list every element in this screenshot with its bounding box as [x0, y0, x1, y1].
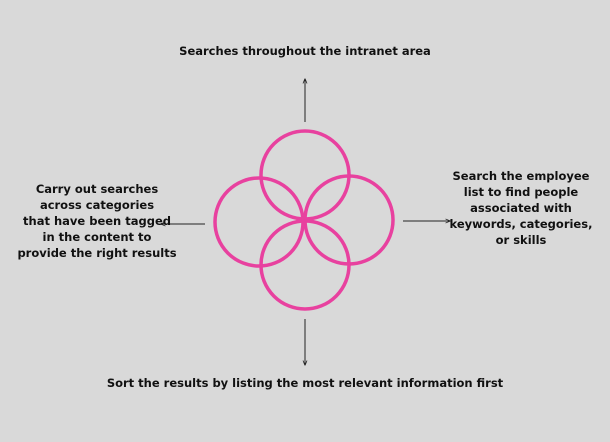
label-top: Searches throughout the intranet area [0, 43, 610, 59]
label-left-line: in the content to [42, 230, 152, 244]
four-circle-flower [213, 129, 395, 311]
circle-top [259, 129, 351, 221]
label-right-line: keywords, categories, [449, 217, 593, 231]
arrows [161, 79, 450, 365]
label-bottom: Sort the results by listing the most rel… [0, 375, 610, 391]
label-left-line: provide the right results [17, 246, 177, 260]
label-right-line: associated with [470, 201, 572, 215]
label-left: Carry out searches across categories tha… [2, 181, 192, 261]
label-right-line: or skills [495, 233, 547, 247]
label-bottom-line: Sort the results by listing the most rel… [106, 376, 504, 390]
label-left-line: that have been tagged [23, 214, 171, 228]
circle-right [303, 174, 395, 266]
label-right-line: list to find people [463, 185, 579, 199]
label-right: Search the employee list to find people … [432, 168, 610, 248]
circle-left [213, 176, 305, 268]
label-right-line: Search the employee [452, 169, 590, 183]
label-top-line: Searches throughout the intranet area [179, 44, 431, 58]
label-left-line: Carry out searches [35, 182, 159, 196]
label-left-line: across categories [39, 198, 155, 212]
